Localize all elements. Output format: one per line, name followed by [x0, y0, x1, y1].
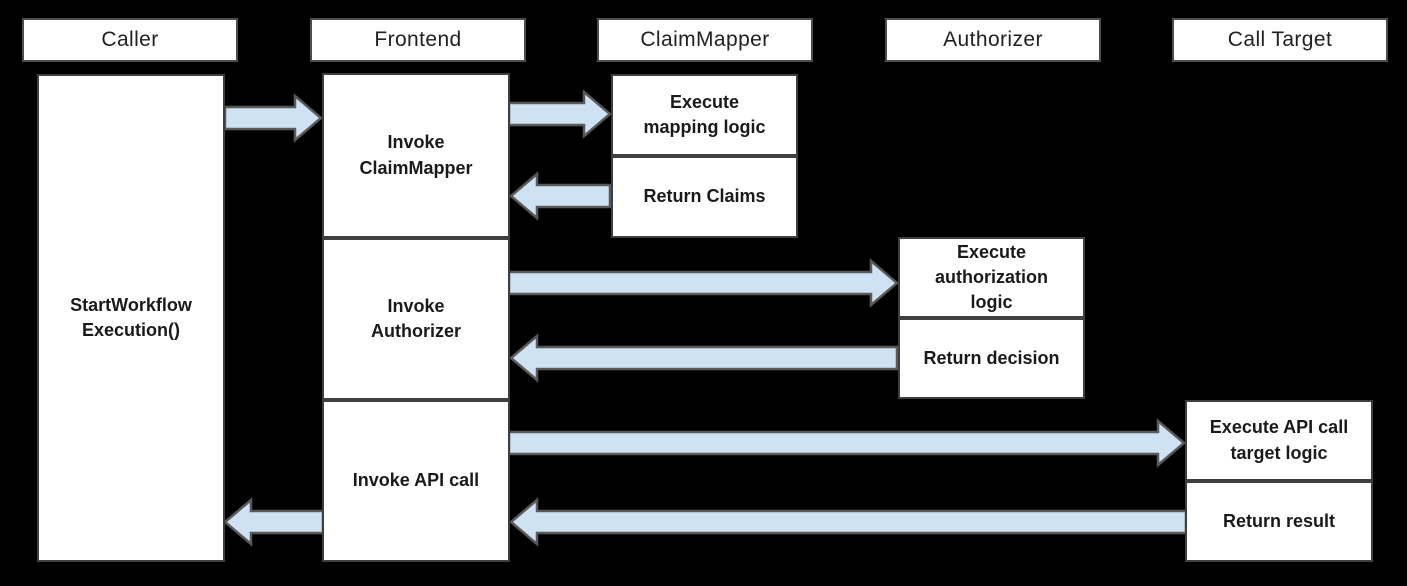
- lane-header-frontend: Frontend: [310, 18, 526, 62]
- arrow-frontend-to-authorizer: [507, 258, 899, 308]
- step-invoke-api-call-label: Invoke API call: [352, 470, 480, 491]
- arrow-frontend-to-caller: [223, 497, 325, 547]
- arrow-caller-to-frontend: [223, 93, 323, 143]
- step-execute-mapping-logic-label: Execute mapping logic: [643, 91, 766, 137]
- arrow-authorizer-to-frontend: [509, 333, 899, 383]
- step-execute-api-call-target-logic-label: Execute API call target logic: [1209, 417, 1349, 463]
- lane-header-caller-label: Caller: [101, 28, 159, 51]
- step-execute-authorization-logic-label: Execute authorization logic: [935, 241, 1048, 313]
- lane-header-claimmapper-label: ClaimMapper: [640, 28, 770, 51]
- step-execute-authorization-logic: Execute authorization logic: [898, 237, 1085, 318]
- step-return-claims: Return Claims: [611, 156, 798, 238]
- arrow-claimmapper-to-frontend: [509, 171, 612, 221]
- lane-header-authorizer-label: Authorizer: [943, 28, 1043, 51]
- step-invoke-api-call: Invoke API call: [322, 400, 510, 562]
- step-execute-api-call-target-logic: Execute API call target logic: [1185, 400, 1373, 481]
- lane-header-calltarget: Call Target: [1172, 18, 1388, 62]
- arrow-calltarget-to-frontend: [509, 497, 1188, 547]
- step-return-result-label: Return result: [1222, 510, 1336, 531]
- arrow-frontend-to-claimmapper: [507, 89, 612, 139]
- step-invoke-claimmapper-label: Invoke ClaimMapper: [359, 132, 473, 178]
- step-invoke-claimmapper: Invoke ClaimMapper: [322, 73, 510, 238]
- lane-header-caller: Caller: [22, 18, 238, 62]
- lane-header-claimmapper: ClaimMapper: [597, 18, 813, 62]
- step-return-decision: Return decision: [898, 318, 1085, 399]
- step-invoke-authorizer-label: Invoke Authorizer: [371, 295, 461, 341]
- step-invoke-authorizer: Invoke Authorizer: [322, 238, 510, 400]
- step-start-workflow-execution: StartWorkflow Execution(): [37, 74, 225, 562]
- lane-header-calltarget-label: Call Target: [1227, 28, 1333, 51]
- lane-header-authorizer: Authorizer: [885, 18, 1101, 62]
- step-return-claims-label: Return Claims: [643, 186, 766, 207]
- step-start-workflow-execution-label: StartWorkflow Execution(): [70, 294, 192, 340]
- arrow-frontend-to-calltarget: [507, 418, 1186, 468]
- step-return-result: Return result: [1185, 481, 1373, 562]
- lane-header-frontend-label: Frontend: [374, 28, 462, 51]
- step-execute-mapping-logic: Execute mapping logic: [611, 74, 798, 156]
- step-return-decision-label: Return decision: [923, 347, 1060, 368]
